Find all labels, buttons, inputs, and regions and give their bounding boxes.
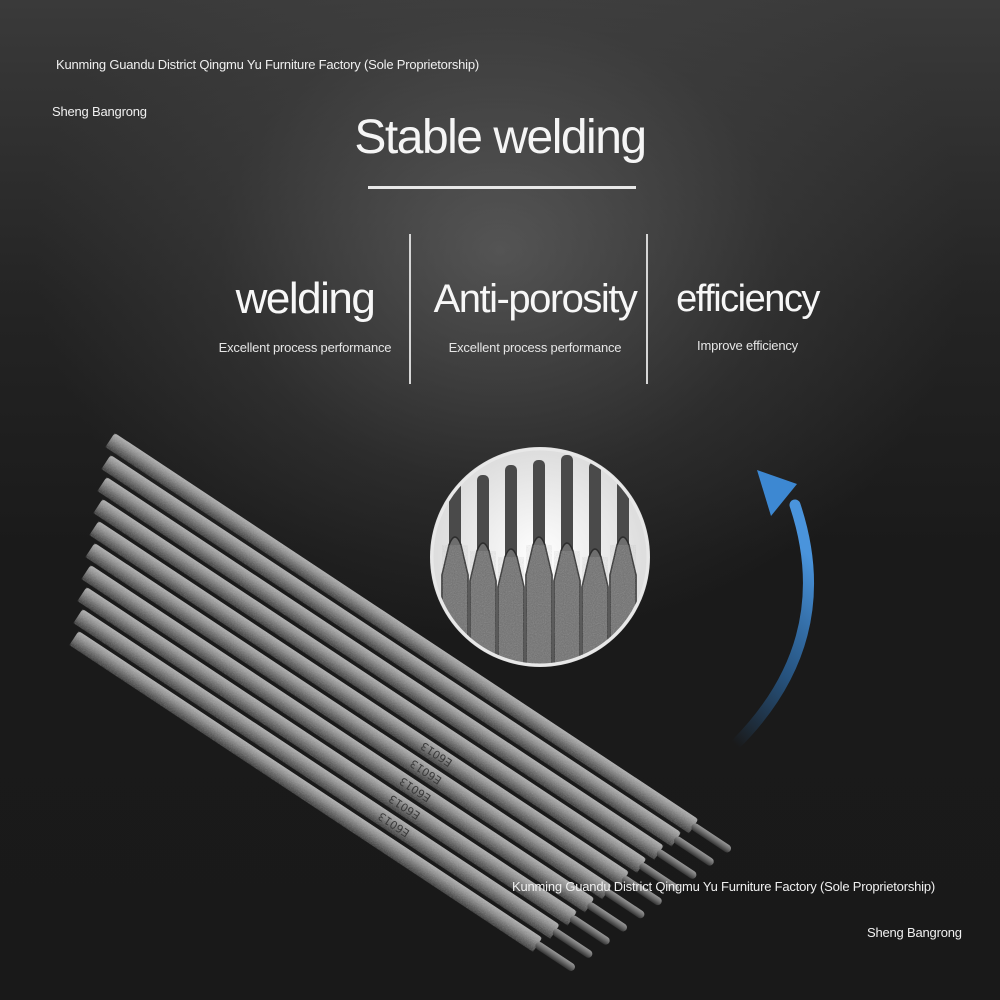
- welding-rod: E6013: [77, 586, 610, 945]
- welding-rod: E6013: [73, 608, 593, 958]
- feature-anti-porosity: Anti-porosity Excellent process performa…: [420, 270, 650, 355]
- person-watermark-bottom: Sheng Bangrong: [867, 925, 962, 940]
- feature-divider: [409, 234, 411, 384]
- closeup-rod: [469, 475, 497, 665]
- headline: Stable welding: [354, 111, 647, 164]
- feature-efficiency: efficiency Improve efficiency: [660, 270, 835, 353]
- feature-title: efficiency: [676, 278, 820, 320]
- welding-rod: [97, 476, 697, 879]
- company-watermark-top: Kunming Guandu District Qingmu Yu Furnit…: [56, 57, 480, 72]
- feature-title: Anti-porosity: [433, 277, 638, 321]
- welding-rod: E6013: [85, 542, 645, 919]
- welding-rod: [101, 454, 714, 866]
- person-watermark-top: Sheng Bangrong: [52, 104, 147, 119]
- curved-up-arrow-icon: [729, 470, 814, 751]
- welding-rod: [69, 630, 575, 971]
- feature-subtitle: Excellent process performance: [448, 340, 622, 355]
- feature-welding: welding Excellent process performance: [205, 270, 405, 355]
- welding-rod: [93, 498, 680, 892]
- closeup-rod: [553, 455, 581, 665]
- company-watermark-bottom: Kunming Guandu District Qingmu Yu Furnit…: [512, 879, 936, 894]
- welding-rod: [105, 432, 732, 853]
- closeup-rod: [525, 460, 553, 665]
- feature-divider: [646, 234, 648, 384]
- headline-underline: [368, 186, 636, 189]
- feature-subtitle: Excellent process performance: [218, 340, 392, 355]
- feature-title: welding: [235, 274, 376, 323]
- feature-subtitle: Improve efficiency: [697, 338, 798, 353]
- closeup-rod: [497, 465, 525, 665]
- rod-tips-closeup: [430, 447, 650, 667]
- welding-rod: E6013: [89, 520, 662, 906]
